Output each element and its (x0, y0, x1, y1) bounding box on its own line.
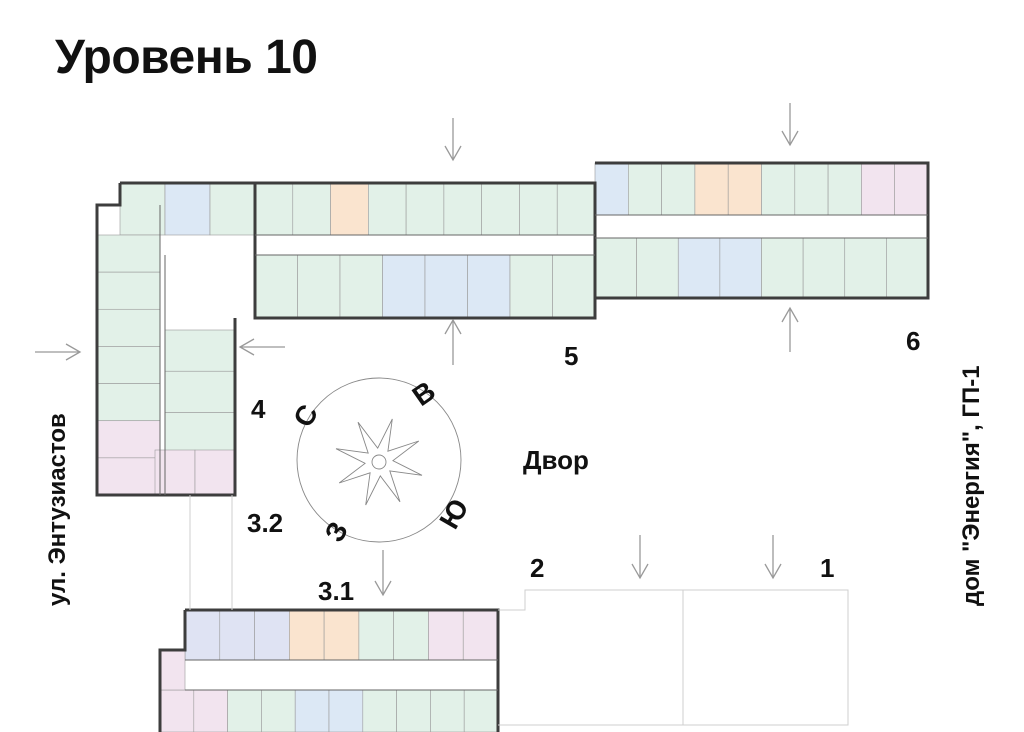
apartment-unit[interactable] (761, 237, 804, 299)
apartment-unit[interactable] (382, 254, 426, 319)
apartment-unit[interactable] (164, 182, 211, 236)
apartment-unit[interactable] (323, 609, 360, 661)
apartment-unit[interactable] (794, 162, 829, 216)
apartment-unit[interactable] (330, 182, 369, 236)
apartment-unit[interactable] (194, 449, 236, 496)
apartment-unit[interactable] (297, 254, 341, 319)
apartment-unit[interactable] (424, 254, 468, 319)
apartment-unit[interactable] (164, 412, 236, 455)
section-1-label: 1 (820, 553, 835, 583)
apartment-unit[interactable] (159, 649, 186, 691)
apartment-unit[interactable] (339, 254, 383, 319)
apartment-unit[interactable] (227, 689, 262, 732)
apartment-unit[interactable] (467, 254, 511, 319)
section-3-2-label: 3.2 (247, 508, 284, 538)
apartment-unit[interactable] (159, 689, 195, 732)
apartment-unit[interactable] (96, 457, 161, 496)
arrow-down-icon (631, 535, 649, 580)
apartment-unit[interactable] (96, 346, 161, 384)
entrance-arrows (35, 103, 799, 597)
apartment-unit[interactable] (827, 162, 862, 216)
apartment-unit[interactable] (254, 254, 298, 319)
apartment-unit[interactable] (463, 689, 499, 732)
apartment-unit[interactable] (294, 689, 330, 732)
apartment-unit[interactable] (844, 237, 887, 299)
arrow-down-icon (781, 103, 799, 147)
apartment-unit[interactable] (164, 370, 236, 413)
street-label: ул. Энтузиастов (44, 413, 71, 606)
apartment-unit[interactable] (661, 162, 696, 216)
apartment-unit[interactable] (556, 182, 596, 236)
apartment-unit[interactable] (396, 689, 431, 732)
arrow-down-icon (444, 118, 462, 162)
apartment-unit[interactable] (405, 182, 445, 236)
apartment-unit[interactable] (509, 254, 553, 319)
apartment-unit[interactable] (861, 162, 896, 216)
sections-1-2-outline (189, 495, 849, 726)
apartment-unit[interactable] (289, 609, 325, 661)
apartment-unit[interactable] (719, 237, 762, 299)
apartment-unit[interactable] (96, 308, 161, 347)
arrow-down-icon (764, 535, 782, 580)
apartment-unit[interactable] (594, 237, 637, 299)
page-title: Уровень 10 (55, 31, 318, 84)
apartment-unit[interactable] (96, 420, 161, 459)
section-3-1-label: 3.1 (318, 576, 355, 606)
apartment-unit[interactable] (552, 254, 596, 319)
apartment-unit[interactable] (154, 449, 196, 496)
arrow-up-icon (444, 318, 462, 365)
apartment-unit[interactable] (254, 609, 290, 661)
arrow-up-icon (781, 306, 799, 352)
compass-rose (296, 377, 462, 543)
apartment-unit[interactable] (119, 182, 166, 236)
apartment-unit[interactable] (694, 162, 729, 216)
apartment-unit[interactable] (443, 182, 482, 236)
apartment-unit[interactable] (96, 271, 161, 310)
neighbor-building-label: дом "Энергия", ГП-1 (958, 365, 985, 606)
apartment-unit[interactable] (761, 162, 796, 216)
apartment-unit[interactable] (261, 689, 296, 732)
apartment-unit[interactable] (164, 329, 236, 372)
apartment-unit[interactable] (96, 234, 161, 273)
apartment-unit[interactable] (519, 182, 558, 236)
apartment-unit[interactable] (428, 609, 464, 661)
apartment-unit[interactable] (368, 182, 407, 236)
apartment-unit[interactable] (462, 609, 499, 661)
apartment-units (96, 162, 929, 732)
apartment-unit[interactable] (481, 182, 520, 236)
apartment-unit[interactable] (886, 237, 929, 299)
apartment-unit[interactable] (292, 182, 331, 236)
apartment-unit[interactable] (636, 237, 679, 299)
arrow-down-icon (374, 550, 392, 597)
apartment-unit[interactable] (727, 162, 762, 216)
apartment-unit[interactable] (393, 609, 429, 661)
apartment-unit[interactable] (96, 383, 161, 422)
apartment-unit[interactable] (209, 182, 256, 236)
apartment-unit[interactable] (254, 182, 294, 236)
section-6-label: 6 (906, 326, 921, 356)
apartment-unit[interactable] (358, 609, 394, 661)
apartment-unit[interactable] (184, 609, 221, 661)
yard-label: Двор (523, 445, 589, 475)
apartment-unit[interactable] (219, 609, 255, 661)
section-4-label: 4 (251, 394, 266, 424)
building-walls (95, 161, 930, 732)
arrow-left-icon (238, 338, 285, 356)
apartment-unit[interactable] (362, 689, 397, 732)
apartment-unit[interactable] (894, 162, 929, 216)
apartment-unit[interactable] (802, 237, 846, 299)
apartment-unit[interactable] (430, 689, 465, 732)
apartment-unit[interactable] (193, 689, 228, 732)
apartment-unit[interactable] (627, 162, 662, 216)
apartment-unit[interactable] (594, 162, 629, 216)
section-5-label: 5 (564, 341, 579, 371)
section-2-label: 2 (530, 553, 545, 583)
arrow-right-icon (35, 343, 82, 361)
apartment-unit[interactable] (677, 237, 721, 299)
apartment-unit[interactable] (328, 689, 364, 732)
